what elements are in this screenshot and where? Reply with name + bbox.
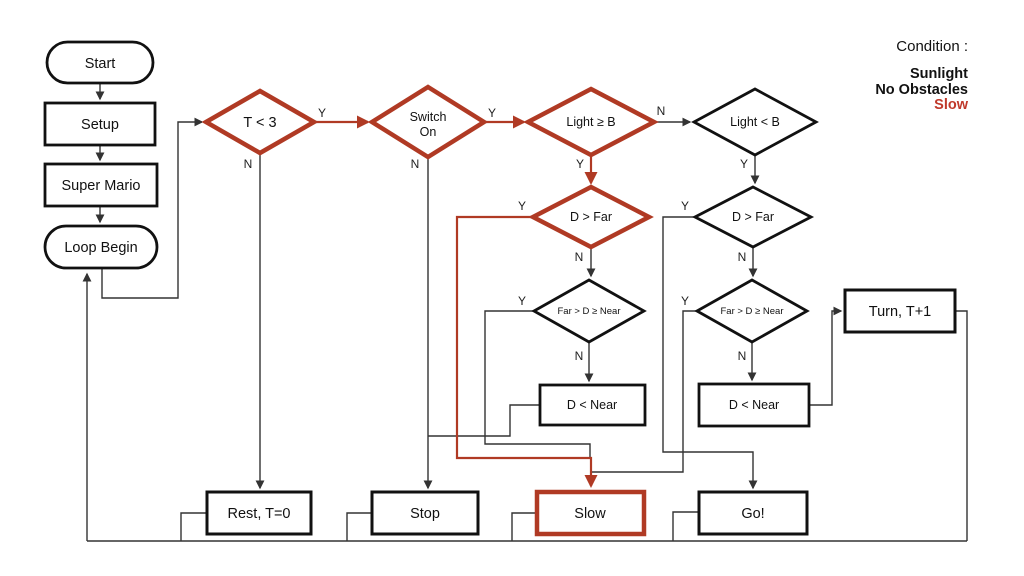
edge-stop-rail (346, 512, 372, 541)
label-lightgeb-yes: Y (576, 157, 584, 171)
node-setup: Setup (43, 101, 157, 147)
node-t-lt-3-label: T < 3 (243, 115, 276, 131)
label-t3-yes: Y (318, 106, 326, 120)
node-turn: Turn, T+1 (843, 288, 957, 334)
node-switch-on: Switch On (367, 84, 489, 160)
node-d-lt-near-shade-label: D < Near (729, 398, 779, 412)
node-far-gt-d-ge-near-sun: Far > D ≥ Near (531, 278, 647, 344)
label-lightltb-yes: Y (740, 157, 748, 171)
node-light-ge-b-label: Light ≥ B (566, 115, 615, 129)
node-d-gt-far-shade: D > Far (691, 185, 815, 249)
node-light-lt-b: Light < B (691, 87, 819, 157)
edge-go-rail (672, 511, 699, 541)
node-rest: Rest, T=0 (205, 490, 313, 536)
node-loop-begin-label: Loop Begin (64, 240, 137, 256)
node-d-lt-near-sun: D < Near (538, 383, 647, 427)
condition-legend: Condition : Sunlight No Obstacles Slow (875, 38, 968, 114)
label-dfar-shade-no: N (738, 250, 747, 264)
node-light-ge-b: Light ≥ B (523, 86, 659, 158)
node-far-gt-d-ge-near-shade: Far > D ≥ Near (694, 278, 810, 344)
label-fdnear-sun-yes: Y (518, 294, 526, 308)
label-t3-no: N (244, 157, 253, 171)
label-lightgeb-no: N (657, 104, 666, 118)
edge-dnear-sun-stop (428, 404, 540, 437)
label-dfar-sun-no: N (575, 250, 584, 264)
node-setup-label: Setup (81, 117, 119, 133)
node-stop: Stop (370, 490, 480, 536)
edge-fdnear-shade-yes-slow (592, 310, 697, 473)
edge-dnear-shade-turn (808, 306, 843, 406)
node-super-mario-label: Super Mario (62, 178, 141, 194)
label-fdnear-shade-yes: Y (681, 294, 689, 308)
node-go: Go! (697, 490, 809, 536)
node-d-lt-near-sun-label: D < Near (567, 398, 617, 412)
node-d-gt-far-sun: D > Far (528, 184, 654, 250)
node-far-gt-d-ge-near-sun-label: Far > D ≥ Near (557, 306, 620, 317)
node-d-gt-far-shade-label: D > Far (732, 210, 774, 224)
node-d-lt-near-shade: D < Near (697, 382, 811, 428)
label-dfar-sun-yes: Y (518, 199, 526, 213)
label-fdnear-sun-no: N (575, 349, 584, 363)
node-light-lt-b-label: Light < B (730, 115, 780, 129)
node-start-label: Start (85, 56, 116, 72)
edge-dfar-sun-yes-slow (455, 215, 598, 488)
node-d-gt-far-sun-label: D > Far (570, 210, 612, 224)
node-rest-label: Rest, T=0 (228, 506, 291, 522)
label-fdnear-shade-no: N (738, 349, 747, 363)
legend-condition-slow: Slow (934, 97, 968, 113)
edge-loopbegin-t3 (101, 117, 204, 299)
node-switch-on-label2: On (420, 125, 437, 139)
edge-fdnear-sun-yes-slow (484, 310, 591, 457)
node-turn-label: Turn, T+1 (869, 304, 931, 320)
node-go-label: Go! (741, 506, 764, 522)
node-super-mario: Super Mario (43, 162, 159, 208)
label-switch-yes: Y (488, 106, 496, 120)
node-slow-label: Slow (574, 506, 606, 522)
node-switch-on-label1: Switch (410, 110, 447, 124)
legend-condition-sunlight: Sunlight (910, 66, 968, 82)
node-loop-begin: Loop Begin (43, 224, 159, 270)
label-dfar-shade-yes: Y (681, 199, 689, 213)
edge-rest-rail (180, 512, 207, 541)
node-t-lt-3: T < 3 (201, 88, 319, 156)
node-slow: Slow (534, 489, 647, 537)
edge-slow-rail (511, 512, 537, 541)
node-stop-label: Stop (410, 506, 440, 522)
node-far-gt-d-ge-near-shade-label: Far > D ≥ Near (720, 306, 783, 317)
node-start: Start (45, 40, 155, 85)
legend-condition-no-obstacles: No Obstacles (875, 81, 968, 98)
edge-dfar-shade-yes-go (662, 216, 758, 490)
label-switch-no: N (411, 157, 420, 171)
legend-title: Condition : (896, 38, 968, 55)
edge-turn-return (955, 310, 968, 541)
